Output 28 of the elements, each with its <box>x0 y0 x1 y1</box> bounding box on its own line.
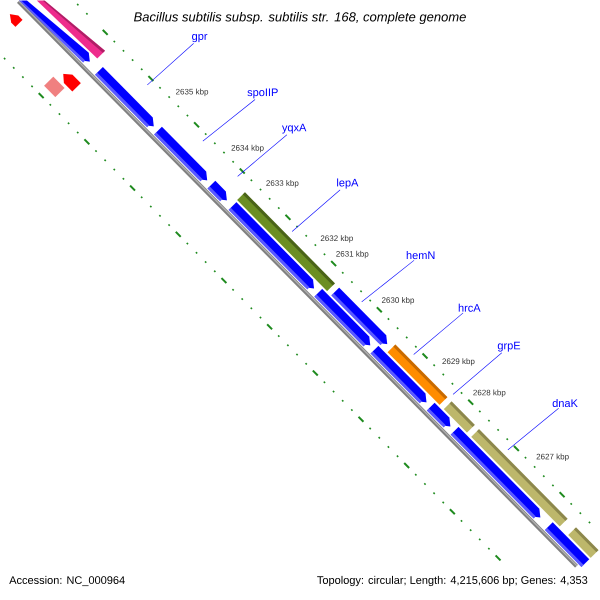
leader-line <box>452 352 502 395</box>
gene-label: hemN <box>406 251 434 260</box>
title-text: Bacillus subtilis subsp. subtilis str. 168, complete genome <box>134 12 466 24</box>
scale-label: 2629 kbp <box>442 358 475 366</box>
accession-text: Accession: NC_000964 <box>9 576 125 586</box>
gene-label: spoIIP <box>247 88 278 98</box>
scale-label: 2628 kbp <box>473 390 506 397</box>
gene-label: yqxA <box>282 124 306 134</box>
leader-line <box>237 134 288 177</box>
scale-label: 2634 kbp <box>232 144 264 152</box>
leader-line <box>361 260 414 302</box>
leader-line <box>292 190 340 232</box>
leader-line <box>202 99 256 142</box>
scale-label: 2632 kbp <box>320 235 353 243</box>
gene-label: hrcA <box>458 304 481 312</box>
scale-label: 2631 kbp <box>336 250 368 258</box>
leader-line <box>508 408 559 450</box>
scale-label: 2635 kbp <box>176 88 208 96</box>
leader-line <box>147 43 194 86</box>
gene-label: dnaK <box>552 398 578 408</box>
gene-label: gpr <box>192 34 208 42</box>
genome-stats-text: Topology: circular; Length: 4,215,606 bp; Genes: 4,353 <box>317 576 588 586</box>
scale-label: 2627 kbp <box>536 454 569 461</box>
scale-label: 2630 kbp <box>382 297 414 304</box>
gene-label: grpE <box>498 342 520 352</box>
leader-line <box>413 312 464 355</box>
scale-label: 2633 kbp <box>266 180 298 188</box>
gene-label: lepA <box>337 178 358 189</box>
